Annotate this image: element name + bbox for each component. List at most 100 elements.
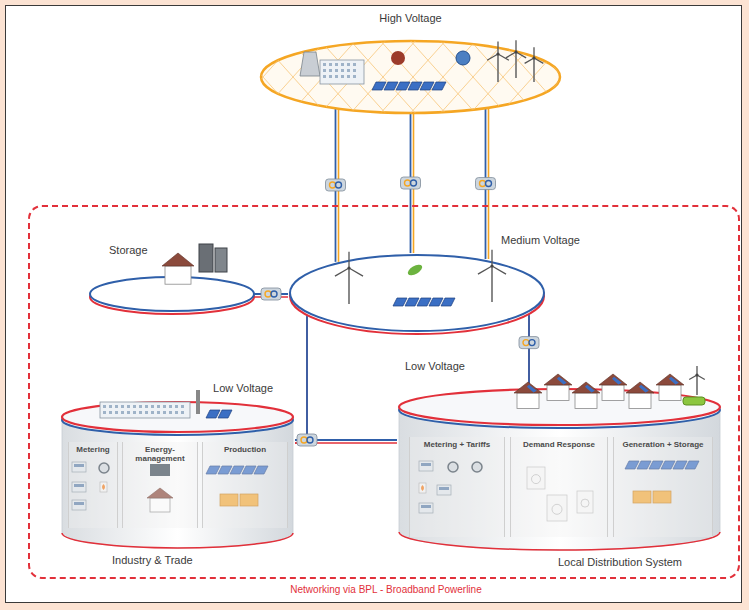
coupler-icon <box>519 337 539 349</box>
turbine-mast <box>696 375 698 395</box>
house-wall <box>629 393 651 408</box>
coupler-ring <box>405 180 411 186</box>
building-window <box>103 411 106 414</box>
house-icon <box>626 382 654 408</box>
coupler-icon <box>476 178 496 190</box>
grid-line <box>228 38 298 116</box>
house-wall <box>602 385 624 400</box>
solar-panel <box>393 298 407 306</box>
grid-line <box>78 38 148 116</box>
grid-line <box>108 38 178 116</box>
building-window <box>347 75 350 78</box>
house-wall <box>575 393 597 408</box>
power-line <box>529 313 530 391</box>
building-window <box>341 69 344 72</box>
grid-cylinder: Metering + TariffsDemand ResponseGenerat… <box>397 387 722 552</box>
node-label: Networking via BPL - Broadband Powerline <box>30 584 742 596</box>
wind-turbine <box>506 40 526 78</box>
coupler-body <box>519 337 539 349</box>
building-window <box>347 63 350 66</box>
turbine-mast <box>348 268 350 304</box>
coupler-icon <box>401 177 421 189</box>
grid-line <box>528 38 598 116</box>
turbine-blade <box>349 268 363 276</box>
panel-heading: Production <box>203 442 287 454</box>
turbine-hub <box>532 56 535 59</box>
solar-panel <box>408 82 422 90</box>
turbine-blade <box>516 52 526 58</box>
coupler-ring <box>330 182 336 188</box>
grid-line <box>408 38 478 116</box>
building-window <box>109 411 112 414</box>
house-roof <box>514 382 542 393</box>
solar-panel <box>384 82 398 90</box>
grid-line <box>198 38 268 116</box>
grid-line <box>468 38 538 116</box>
panel-heading: Metering <box>69 442 117 454</box>
reactor-dome <box>391 51 405 65</box>
wind-turbine <box>478 250 506 302</box>
coupler-ring <box>301 437 307 443</box>
turbine-hub <box>347 266 350 269</box>
building-window <box>121 411 124 414</box>
grid-lines <box>78 38 688 116</box>
solar-panel <box>372 82 386 90</box>
house-wall <box>547 385 569 400</box>
building-window <box>353 69 356 72</box>
building-window <box>335 63 338 66</box>
power-line <box>295 314 307 443</box>
house-wall <box>517 393 539 408</box>
function-panel: Generation + Storage <box>613 437 713 537</box>
house-icon <box>572 382 600 408</box>
coupler-icon <box>326 179 346 191</box>
solar-panels <box>372 82 446 90</box>
grid-line <box>168 38 238 116</box>
turbine-hub <box>514 50 517 53</box>
building-window <box>329 63 332 66</box>
house-roof <box>626 382 654 393</box>
building-window <box>175 411 178 414</box>
grid-line <box>588 38 658 116</box>
house-icon <box>514 382 542 408</box>
grid-line <box>468 38 538 116</box>
turbine-blade <box>525 58 534 63</box>
network-region: StorageMedium VoltageMeteringEnergy-mana… <box>28 205 740 579</box>
coupler-ring <box>486 181 492 187</box>
solar-panels <box>393 298 455 306</box>
solar-panel <box>218 410 232 418</box>
building-window <box>157 411 160 414</box>
roof-solar <box>557 377 567 385</box>
grid-line <box>618 38 688 116</box>
building-window <box>139 405 142 408</box>
solar-panel <box>405 298 419 306</box>
solar-panel <box>396 82 410 90</box>
storage-barrel <box>199 244 213 272</box>
building-window <box>157 405 160 408</box>
turbine-mast <box>533 58 535 82</box>
building-body <box>320 60 364 84</box>
coupler-icon <box>261 288 281 300</box>
node-label: Medium Voltage <box>501 234 580 247</box>
solar-panels <box>206 410 232 418</box>
solar-panel <box>417 298 431 306</box>
building-window <box>115 411 118 414</box>
grid-line <box>408 38 478 116</box>
solar-panel <box>206 410 220 418</box>
house-roof <box>162 253 194 266</box>
cylinder-top-rim <box>62 402 293 432</box>
grid-line <box>288 38 358 116</box>
turbine-mast <box>491 266 493 302</box>
coupler-ring <box>411 180 417 186</box>
building-window <box>341 63 344 66</box>
building-window <box>335 75 338 78</box>
node-label: Storage <box>109 244 148 257</box>
turbine-blade <box>492 266 506 274</box>
grid-line <box>558 38 628 116</box>
house-roof <box>544 374 572 385</box>
grid-line <box>318 38 388 116</box>
roof-solar <box>585 385 595 393</box>
building-body <box>100 402 190 418</box>
building-icon <box>100 402 190 418</box>
turbine-mast <box>515 52 517 78</box>
building-window <box>347 69 350 72</box>
